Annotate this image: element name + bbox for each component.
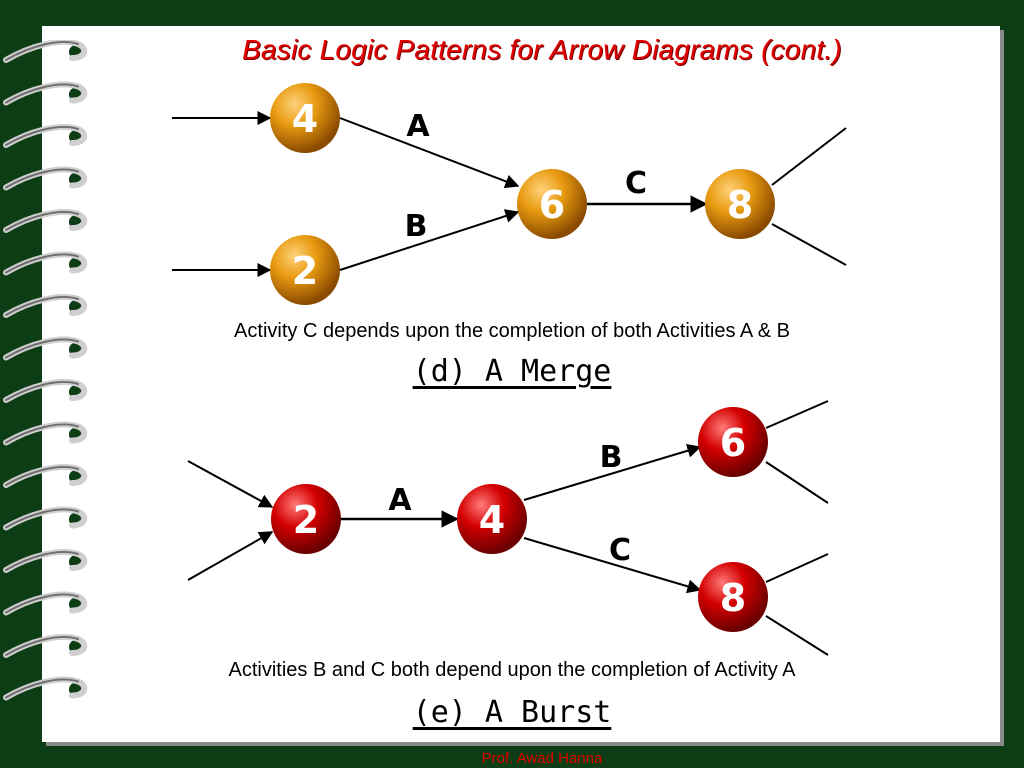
- merge-diagram: 4 2 6 8 A B C: [172, 83, 847, 305]
- merge-heading: (d) A Merge: [0, 354, 1024, 389]
- burst-activity-b-arrow: [523, 443, 702, 501]
- binder-ring: [3, 251, 88, 276]
- merge-activity-a-label: A: [406, 109, 430, 144]
- binder-ring: [3, 166, 88, 191]
- binder-ring: [3, 676, 88, 701]
- burst-caption: Activities B and C both depend upon the …: [228, 659, 796, 681]
- burst-node-4-label: 4: [479, 498, 505, 542]
- merge-node-4: [270, 83, 340, 153]
- binder-ring: [3, 421, 88, 446]
- burst-diagram: 2 4 6 8 A B C: [187, 400, 829, 656]
- merge-outgoing-line-up: [771, 127, 847, 186]
- merge-activity-b-arrow: [339, 209, 520, 271]
- burst-incoming-arrow-down: [187, 531, 274, 581]
- binder-ring: [3, 40, 88, 63]
- burst-node8-out-down: [765, 615, 829, 656]
- merge-node-6-label: 6: [539, 183, 565, 227]
- merge-activity-b-label: B: [405, 209, 428, 244]
- burst-node8-out-up: [765, 553, 829, 583]
- burst-node-8: [698, 562, 768, 632]
- burst-incoming-arrow-up: [187, 460, 274, 508]
- burst-activity-c-arrow: [523, 537, 702, 594]
- binder-ring: [3, 548, 88, 573]
- merge-heading-text: (d) A Merge: [412, 354, 612, 389]
- burst-activity-c-label: C: [609, 533, 631, 568]
- footer-author: Prof. Awad Hanna: [481, 750, 603, 767]
- merge-node-4-label: 4: [292, 97, 318, 141]
- binder-ring: [3, 81, 88, 106]
- binder-ring: [3, 506, 88, 531]
- binder-ring: [3, 208, 88, 233]
- burst-node-6-label: 6: [720, 421, 746, 465]
- binder-ring: [3, 293, 88, 318]
- burst-heading-text: (e) A Burst: [412, 695, 612, 730]
- binder-ring: [3, 336, 88, 361]
- burst-node-2: [271, 484, 341, 554]
- binder-ring: [3, 591, 88, 616]
- merge-activity-c-label: C: [625, 166, 647, 201]
- merge-node-8-label: 8: [727, 183, 753, 227]
- slide-title: Basic Logic Patterns for Arrow Diagrams …: [242, 34, 842, 65]
- merge-outgoing-line-down: [771, 223, 847, 266]
- binder-ring: [3, 633, 88, 658]
- burst-node6-out-down: [765, 461, 829, 504]
- merge-caption: Activity C depends upon the completion o…: [234, 320, 790, 342]
- merge-node-2: [270, 235, 340, 305]
- burst-node-8-label: 8: [720, 576, 746, 620]
- burst-node-6: [698, 407, 768, 477]
- merge-activity-a-arrow: [339, 117, 520, 189]
- merge-node-8: [705, 169, 775, 239]
- binder-ring: [3, 463, 88, 488]
- burst-heading: (e) A Burst: [0, 695, 1024, 730]
- notebook-rings: [3, 40, 88, 701]
- burst-node-4: [457, 484, 527, 554]
- burst-activity-b-label: B: [600, 440, 623, 475]
- merge-node-2-label: 2: [292, 249, 318, 293]
- binder-ring: [3, 378, 88, 403]
- burst-node-2-label: 2: [293, 498, 319, 542]
- merge-node-6: [517, 169, 587, 239]
- burst-node6-out-up: [765, 400, 829, 429]
- burst-activity-a-label: A: [388, 483, 412, 518]
- binder-ring: [3, 123, 88, 148]
- slide-page: [42, 26, 1000, 742]
